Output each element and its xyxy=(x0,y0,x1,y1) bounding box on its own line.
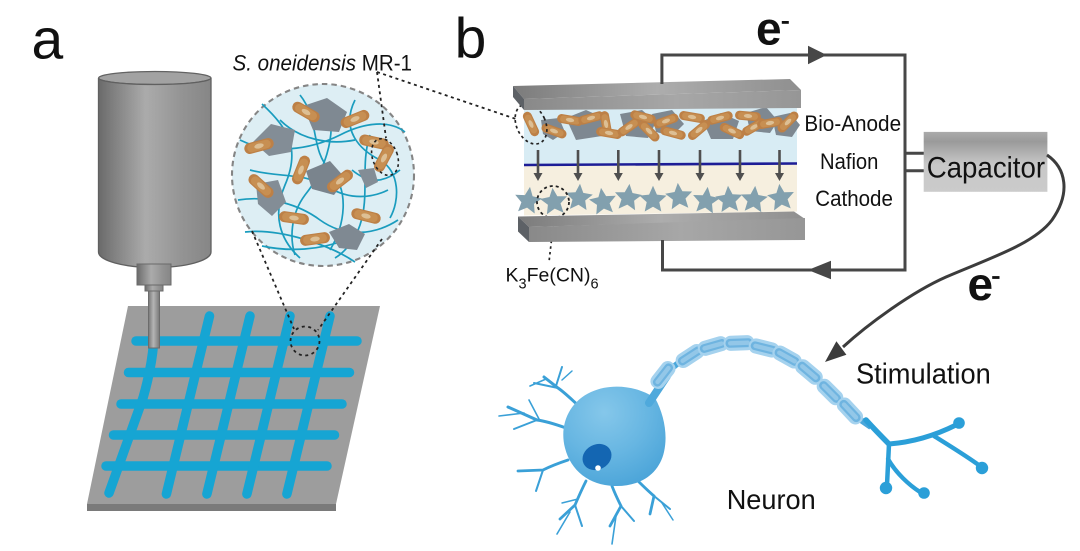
svg-text:Bio-Anode: Bio-Anode xyxy=(804,111,901,136)
svg-text:a: a xyxy=(32,7,64,71)
svg-text:K3Fe(CN)6: K3Fe(CN)6 xyxy=(506,265,599,293)
svg-text:Neuron: Neuron xyxy=(727,484,816,515)
svg-text:Capacitor: Capacitor xyxy=(927,152,1045,185)
svg-text:Nafion: Nafion xyxy=(820,149,878,174)
svg-text:Cathode: Cathode xyxy=(815,186,893,211)
svg-text:b: b xyxy=(455,7,487,71)
svg-text:S. oneidensis MR-1: S. oneidensis MR-1 xyxy=(233,50,413,75)
svg-text:e: e xyxy=(756,3,782,55)
svg-text:Stimulation: Stimulation xyxy=(856,358,991,390)
